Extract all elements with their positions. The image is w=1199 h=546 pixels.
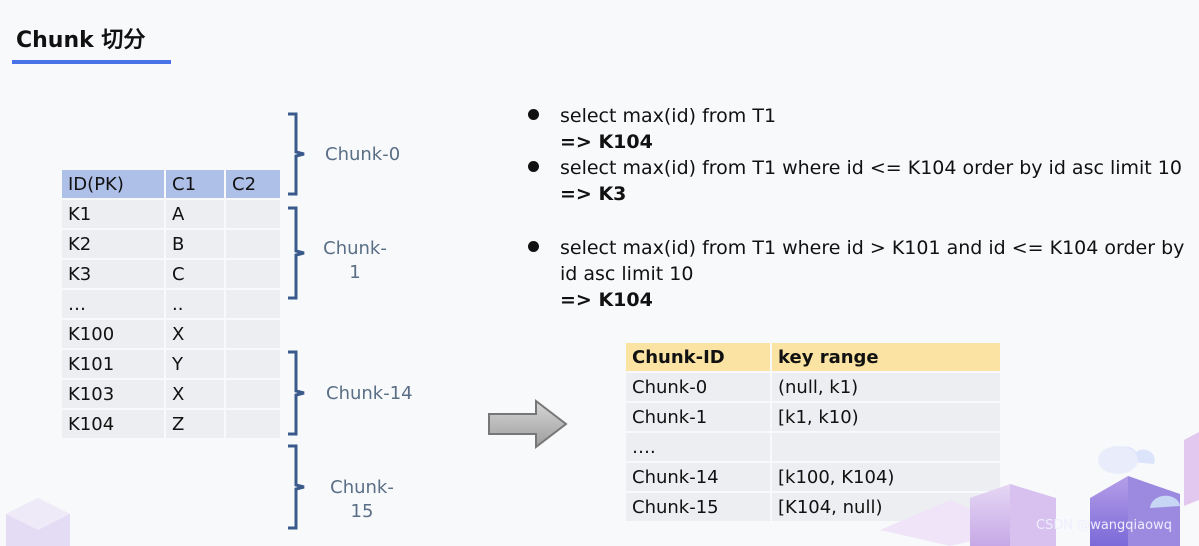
right-arrow-icon xyxy=(488,398,568,450)
table-cell: .. xyxy=(166,290,224,318)
id-table-header: C2 xyxy=(226,170,280,198)
table-row: K101 Y xyxy=(62,350,280,378)
chunk1-brace xyxy=(288,206,305,300)
table-cell: B xyxy=(166,230,224,258)
chunk15-label-line: 15 xyxy=(350,501,374,522)
query-result: => K3 xyxy=(560,183,627,205)
table-cell xyxy=(226,350,280,378)
list-item: select max(id) from T1 where id <= K104 … xyxy=(526,155,1198,207)
id-table-header-row: ID(PK) C1 C2 xyxy=(62,170,280,198)
chunk-range-table: Chunk-ID key range Chunk-0 (null, k1) Ch… xyxy=(624,341,1002,523)
table-cell: Chunk-15 xyxy=(626,493,770,521)
table-cell: …. xyxy=(626,433,770,461)
chunk14-label: Chunk-14 xyxy=(326,383,413,404)
table-cell xyxy=(226,230,280,258)
watermark: CSDN @wangqiaowq xyxy=(1036,518,1172,533)
table-cell: K104 xyxy=(62,410,164,438)
chunk1-label-line: 1 xyxy=(349,262,361,283)
table-cell: (null, k1) xyxy=(772,373,1000,401)
bullet-icon xyxy=(528,241,539,252)
cube-illustration xyxy=(6,498,70,546)
bullet-icon xyxy=(528,161,539,172)
query-result: => K104 xyxy=(560,289,653,311)
table-cell: X xyxy=(166,380,224,408)
table-row: K104 Z xyxy=(62,410,280,438)
table-cell: K103 xyxy=(62,380,164,408)
chunk14-brace xyxy=(288,350,305,436)
chunk15-brace xyxy=(288,444,305,530)
page-title: Chunk 切分 xyxy=(16,28,146,53)
list-item: select max(id) from T1 where id > K101 a… xyxy=(526,235,1198,313)
id-table: ID(PK) C1 C2 K1 A K2 B K3 C … .. K100 X xyxy=(60,168,282,440)
query-list: select max(id) from T1 => K104 select ma… xyxy=(526,103,1198,313)
title-underline xyxy=(12,60,171,64)
table-cell: [k1, k10) xyxy=(772,403,1000,431)
table-cell: Y xyxy=(166,350,224,378)
query-result: => K104 xyxy=(560,131,653,153)
table-cell: Chunk-1 xyxy=(626,403,770,431)
table-cell: K2 xyxy=(62,230,164,258)
table-cell: C xyxy=(166,260,224,288)
table-row: Chunk-14 [k100, K104) xyxy=(626,463,1000,491)
table-row: K100 X xyxy=(62,320,280,348)
bullet-icon xyxy=(528,109,539,120)
id-table-header: ID(PK) xyxy=(62,170,164,198)
table-cell: [k100, K104) xyxy=(772,463,1000,491)
table-cell xyxy=(772,433,1000,461)
query-text: select max(id) from T1 xyxy=(560,105,777,127)
table-row: Chunk-1 [k1, k10) xyxy=(626,403,1000,431)
table-cell: Chunk-14 xyxy=(626,463,770,491)
chunk-table-header: Chunk-ID xyxy=(626,343,770,371)
table-cell: … xyxy=(62,290,164,318)
city-illustration xyxy=(880,432,1199,546)
table-cell xyxy=(226,410,280,438)
id-table-header: C1 xyxy=(166,170,224,198)
table-row: K103 X xyxy=(62,380,280,408)
table-row: …. xyxy=(626,433,1000,461)
query-text: select max(id) from T1 where id > K101 a… xyxy=(560,237,1185,285)
table-cell xyxy=(226,380,280,408)
table-cell: Chunk-0 xyxy=(626,373,770,401)
table-cell: K1 xyxy=(62,200,164,228)
chunk0-label: Chunk-0 xyxy=(325,144,401,165)
table-row: K2 B xyxy=(62,230,280,258)
chunk1-label: Chunk- 1 xyxy=(323,237,387,285)
table-row: Chunk-0 (null, k1) xyxy=(626,373,1000,401)
table-cell: K101 xyxy=(62,350,164,378)
table-cell: Z xyxy=(166,410,224,438)
table-cell: K100 xyxy=(62,320,164,348)
table-cell xyxy=(226,260,280,288)
chunk0-brace xyxy=(288,112,305,196)
table-row: K1 A xyxy=(62,200,280,228)
query-text: select max(id) from T1 where id <= K104 … xyxy=(560,157,1182,179)
table-cell: X xyxy=(166,320,224,348)
chunk-table-header: key range xyxy=(772,343,1000,371)
table-cell xyxy=(226,200,280,228)
table-cell xyxy=(226,320,280,348)
chunk15-label: Chunk- 15 xyxy=(330,476,394,524)
table-cell: A xyxy=(166,200,224,228)
chunk15-label-line: Chunk- xyxy=(330,477,394,498)
list-item: select max(id) from T1 => K104 xyxy=(526,103,1198,155)
table-cell xyxy=(226,290,280,318)
table-row: K3 C xyxy=(62,260,280,288)
table-row: … .. xyxy=(62,290,280,318)
chunk-table-header-row: Chunk-ID key range xyxy=(626,343,1000,371)
table-cell: K3 xyxy=(62,260,164,288)
chunk1-label-line: Chunk- xyxy=(323,238,387,259)
